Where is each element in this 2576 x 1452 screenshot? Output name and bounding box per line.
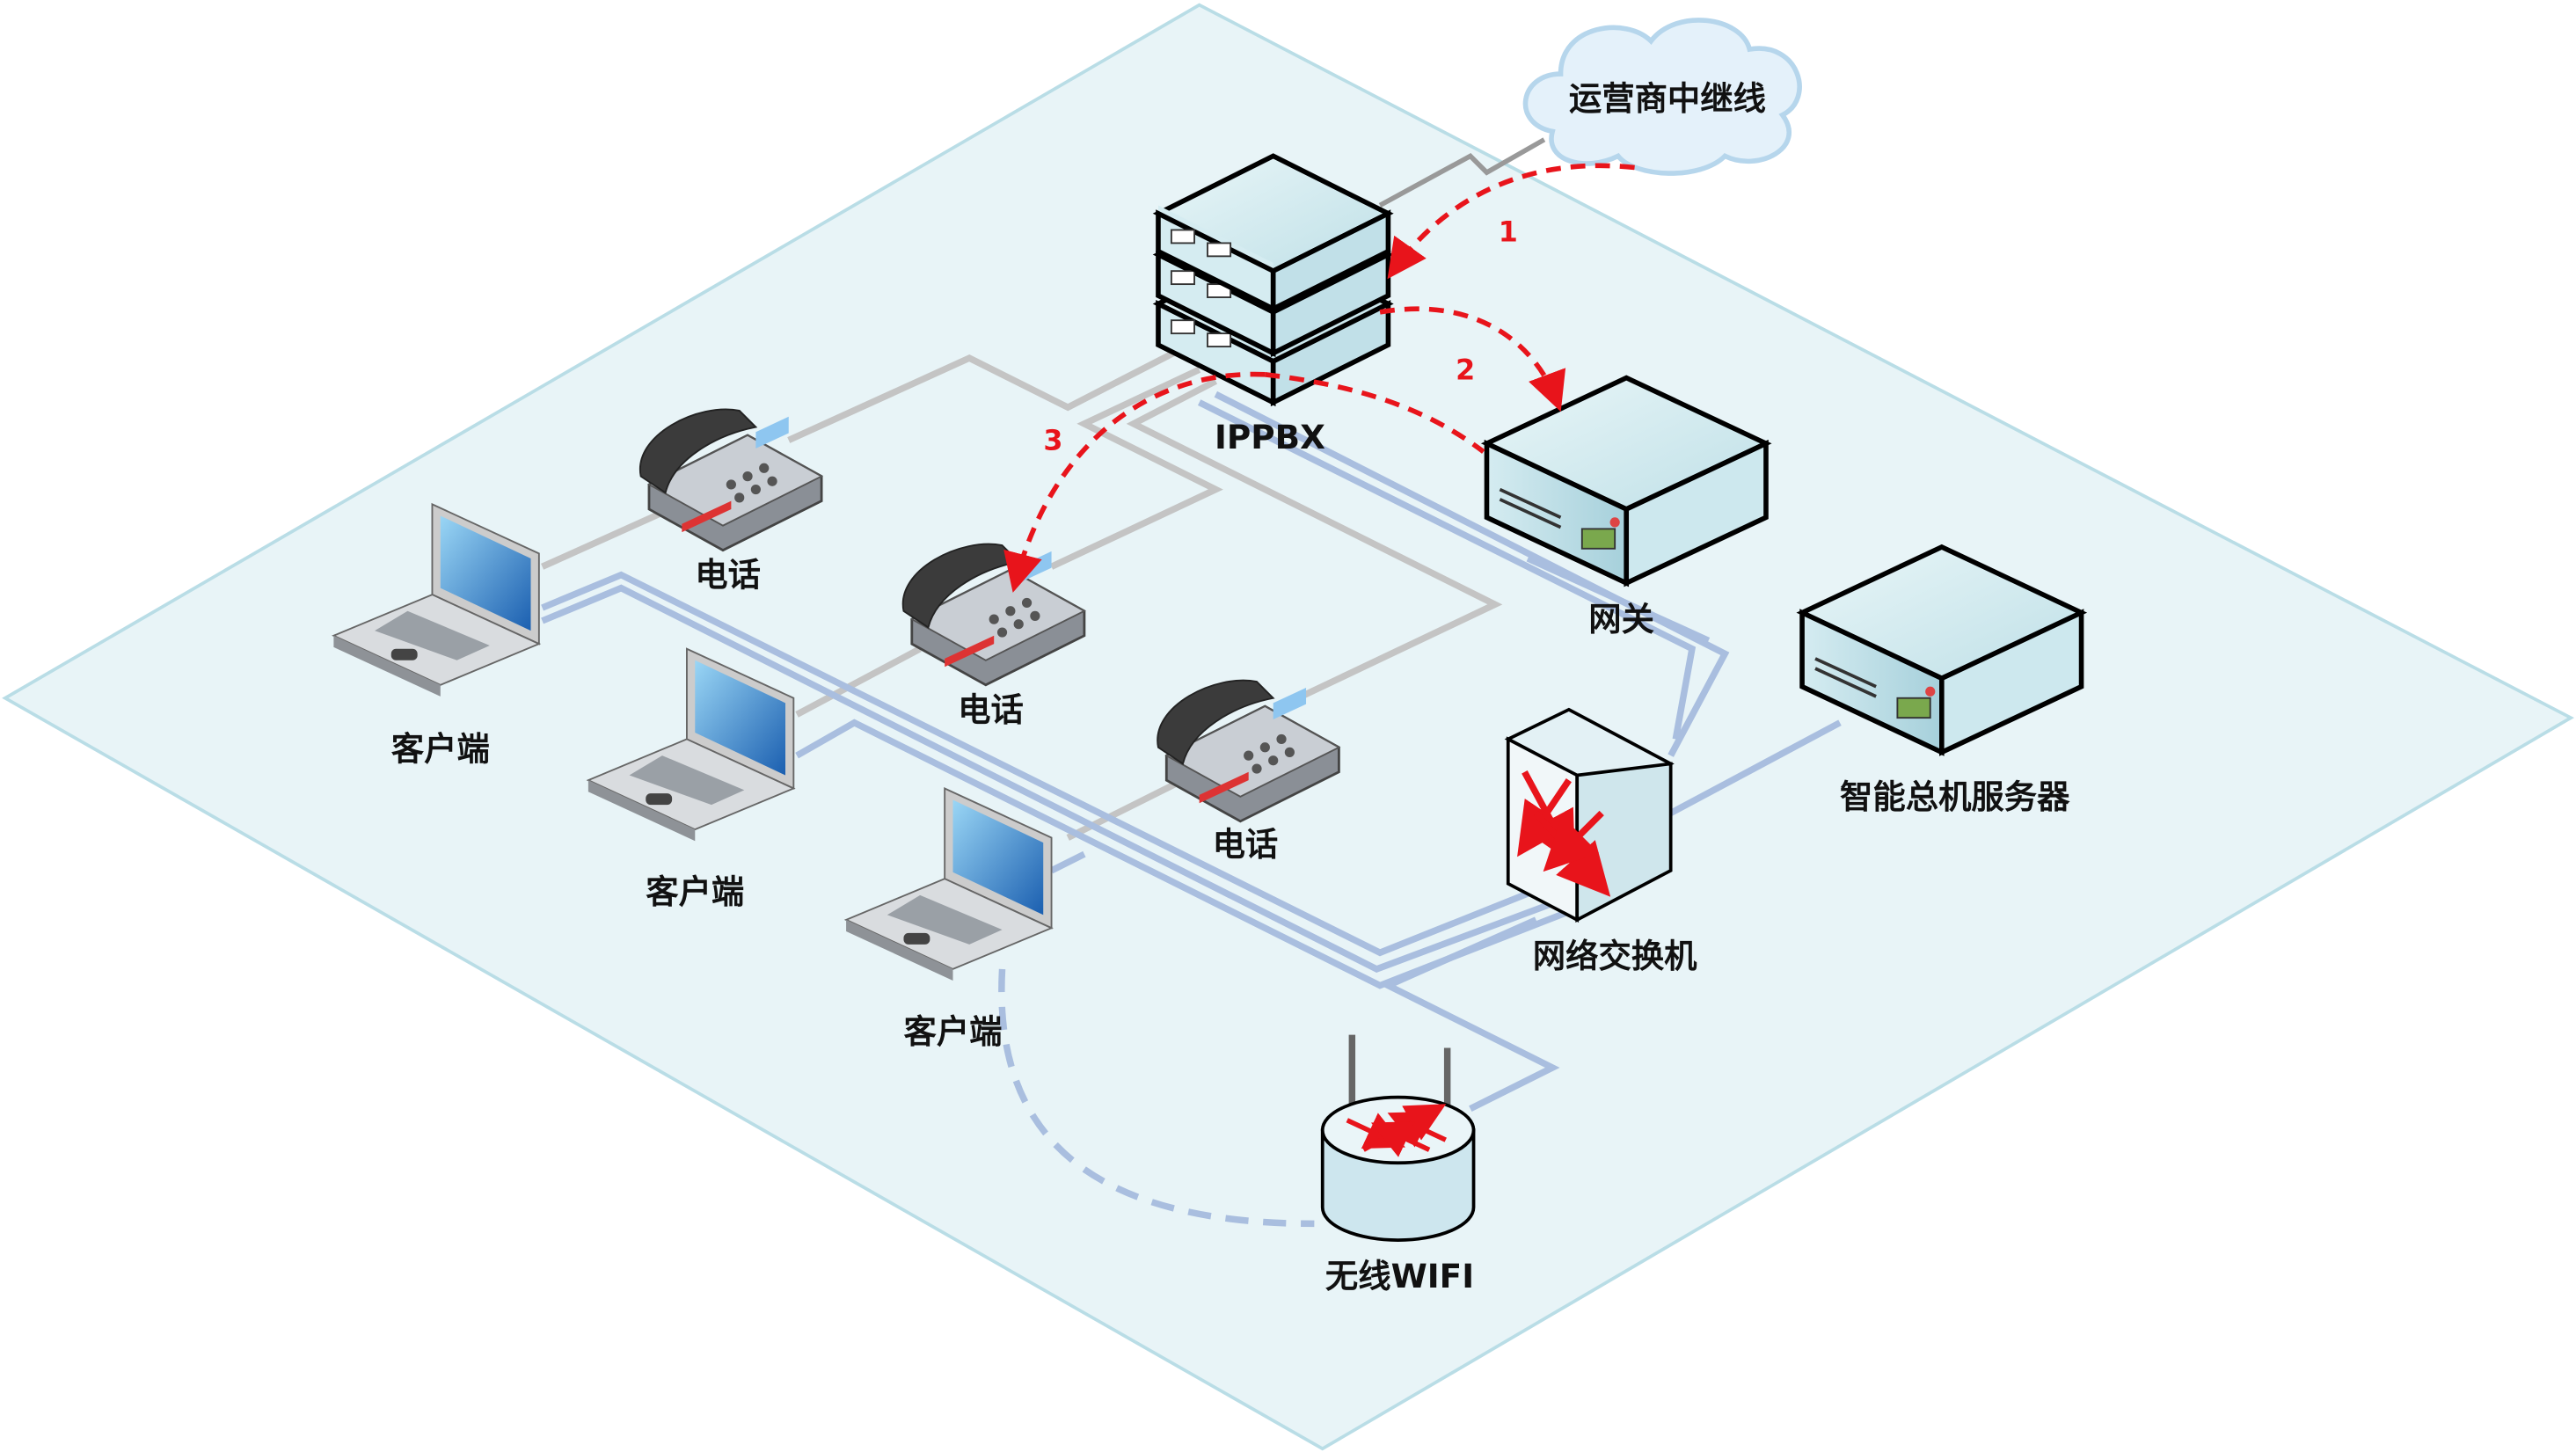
wifi-router[interactable]: 无线WIFI xyxy=(1320,1034,1476,1296)
client-label: 客户端 xyxy=(646,872,744,911)
smart-server[interactable]: 智能总机服务器 xyxy=(1802,547,2082,816)
network-switch[interactable]: 网络交换机 xyxy=(1504,707,1697,975)
server-stack-icon xyxy=(1152,153,1394,407)
client-3[interactable]: 客户端 xyxy=(845,787,1053,1051)
client-2[interactable]: 客户端 xyxy=(587,647,795,911)
gateway-label: 网关 xyxy=(1588,600,1654,638)
client-label: 客户端 xyxy=(903,1012,1002,1051)
phone-label: 电话 xyxy=(958,690,1024,729)
phone-lines xyxy=(541,345,1503,841)
flow-step-3: 3 xyxy=(1043,426,1062,457)
trunk-link xyxy=(1378,137,1546,208)
gateway[interactable]: 网关 xyxy=(1486,378,1766,639)
trunk-label: 运营商中继线 xyxy=(1569,79,1766,118)
trunk-cloud: 运营商中继线 xyxy=(1522,18,1802,176)
flow-arrow-3 xyxy=(1003,371,1266,593)
phone-label: 电话 xyxy=(1213,825,1279,864)
switch-label: 网络交换机 xyxy=(1533,937,1697,975)
phone-2[interactable]: 电话 xyxy=(901,543,1086,729)
client-label: 客户端 xyxy=(391,730,490,769)
switch-icon xyxy=(1504,707,1675,923)
flow-arrow-2b xyxy=(1265,372,1485,454)
router-icon xyxy=(1320,1034,1476,1242)
server-label: 智能总机服务器 xyxy=(1840,777,2070,816)
wifi-label: 无线WIFI xyxy=(1325,1257,1474,1295)
phone-3[interactable]: 电话 xyxy=(1156,679,1340,864)
ippbx[interactable]: IPPBX xyxy=(1152,153,1394,456)
flow-step-1: 1 xyxy=(1499,217,1518,249)
flow-arrow-2 xyxy=(1379,306,1566,412)
network-lines xyxy=(541,390,1842,1113)
call-flow xyxy=(1003,163,1635,593)
flow-step-2: 2 xyxy=(1456,354,1475,386)
client-1[interactable]: 客户端 xyxy=(332,503,540,769)
phone-label: 电话 xyxy=(695,556,761,595)
wireless-link xyxy=(998,968,1315,1228)
phone-1[interactable]: 电话 xyxy=(639,408,823,595)
ippbx-label: IPPBX xyxy=(1215,418,1325,456)
